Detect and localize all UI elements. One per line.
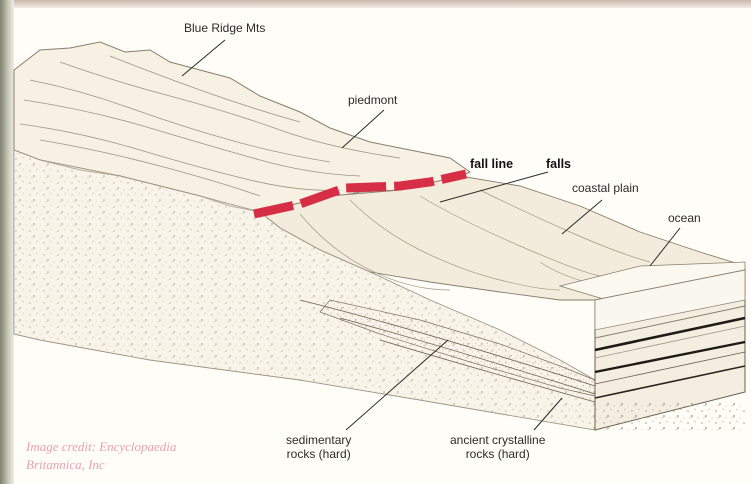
label-ocean: ocean	[668, 212, 701, 226]
image-credit: Image credit: Encyclopaedia Britannica, …	[26, 438, 176, 473]
label-piedmont: piedmont	[348, 94, 397, 108]
label-blue-ridge: Blue Ridge Mts	[184, 22, 265, 36]
label-falls: falls	[546, 157, 571, 171]
label-coastal-plain: coastal plain	[572, 182, 639, 196]
label-fall-line: fall line	[470, 157, 513, 171]
label-sedimentary-rocks: sedimentary rocks (hard)	[286, 434, 351, 462]
label-crystalline-rocks: ancient crystalline rocks (hard)	[450, 434, 545, 462]
label-sedimentary-line1: sedimentary	[286, 434, 351, 448]
image-credit-line2: Britannica, Inc	[26, 456, 176, 474]
ocean-bedrock	[595, 400, 745, 430]
label-crystalline-line1: ancient crystalline	[450, 434, 545, 448]
image-credit-line1: Image credit: Encyclopaedia	[26, 438, 176, 456]
label-sedimentary-line2: rocks (hard)	[286, 448, 351, 462]
label-crystalline-line2: rocks (hard)	[450, 448, 545, 462]
